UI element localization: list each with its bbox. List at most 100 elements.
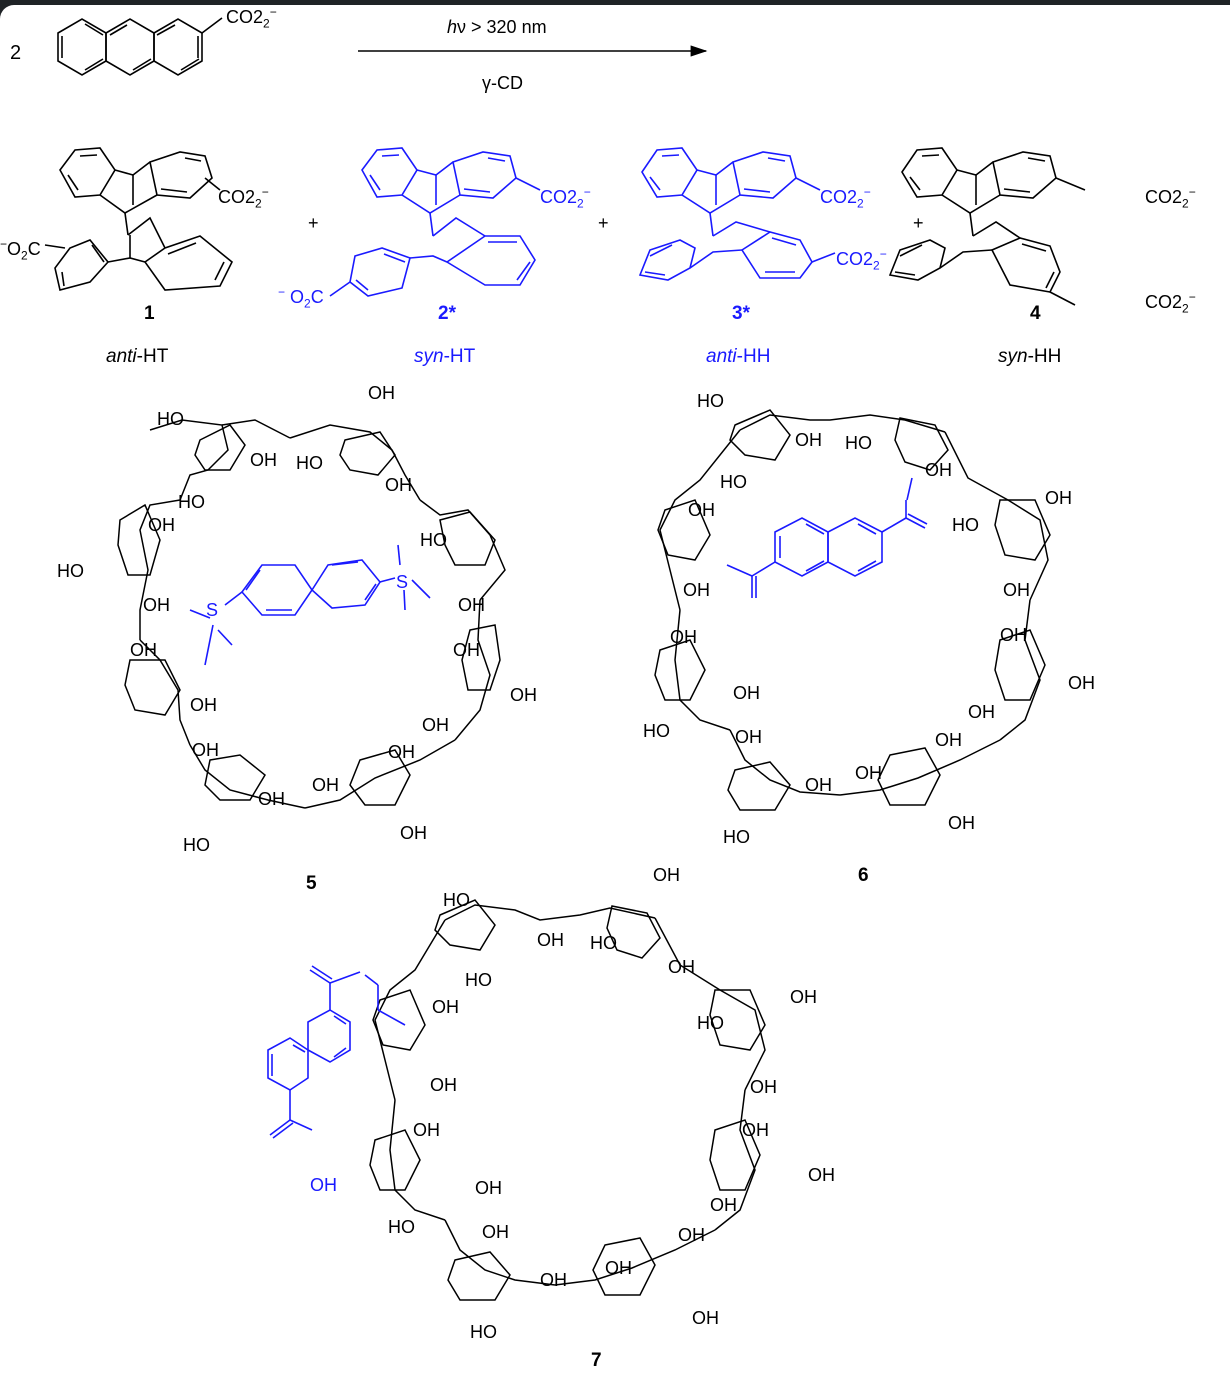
h5-ho-4: HO <box>57 561 84 581</box>
h6-oh-12: OH <box>735 727 762 747</box>
h6-ho-6: HO <box>723 827 750 847</box>
h7-oh-13: OH <box>482 1222 509 1242</box>
h7-oh-5: OH <box>432 997 459 1017</box>
plus-sign-2: + <box>598 213 609 233</box>
stoichiometry-coefficient: 2 <box>10 42 22 64</box>
h5-ho-1: HO <box>157 409 184 429</box>
h7-oh-8: OH <box>413 1120 440 1140</box>
h5-ho-3: HO <box>178 492 205 512</box>
reactant-anthracene <box>57 17 223 76</box>
product-2-carboxylate-left: − O2C <box>278 285 324 311</box>
h5-oh-7: OH <box>130 640 157 660</box>
h7-oh-2: OH <box>537 930 564 950</box>
h6-oh-10: OH <box>1068 673 1095 693</box>
product-1-carboxylate-left: −O2C <box>0 237 41 263</box>
product-4-carboxylate-top: CO22− <box>1145 185 1196 211</box>
h7-oh-4: OH <box>790 987 817 1007</box>
h7-oh-17: OH <box>692 1308 719 1328</box>
h7-ho-1: HO <box>443 890 470 910</box>
h6-oh-5: OH <box>683 580 710 600</box>
product-1-number: 1 <box>144 303 155 324</box>
h6-oh-15: OH <box>805 775 832 795</box>
product-2-structure <box>329 147 541 297</box>
host-7-number: 7 <box>591 1350 602 1371</box>
product-1-structure <box>44 147 234 291</box>
h6-oh-4: OH <box>688 500 715 520</box>
h7-ho-6: HO <box>470 1322 497 1342</box>
host-6-cyclodextrin <box>654 409 1051 811</box>
h6-oh-7: OH <box>670 627 697 647</box>
host-7-pendant <box>267 965 406 1139</box>
h7-oh-11: OH <box>808 1165 835 1185</box>
h5-oh-9: OH <box>190 695 217 715</box>
h6-oh-8: OH <box>1000 625 1027 645</box>
h5-oh-5: OH <box>143 595 170 615</box>
h5-oh-10: OH <box>510 685 537 705</box>
h5-ho-2: HO <box>296 453 323 473</box>
h7-oh-15: OH <box>605 1258 632 1278</box>
product-1-carboxylate-right: CO22− <box>218 185 269 211</box>
h5-oh-12: OH <box>192 740 219 760</box>
product-3-carboxylate-top: CO22− <box>820 185 871 211</box>
plus-sign-1: + <box>308 213 319 233</box>
h7-ho-3: HO <box>465 970 492 990</box>
h7-ho-5: HO <box>388 1217 415 1237</box>
host-5-cap <box>189 544 431 666</box>
h5-ho-5: HO <box>420 530 447 550</box>
product-2-carboxylate-right: CO22− <box>540 185 591 211</box>
host-7-cyclodextrin <box>369 899 766 1301</box>
h5-oh-6: OH <box>458 595 485 615</box>
product-3-number: 3* <box>732 303 750 324</box>
product-2-number: 2* <box>438 303 456 324</box>
scheme-drawing <box>44 17 1086 1301</box>
h6-oh-13: OH <box>935 730 962 750</box>
h5-oh-14: OH <box>312 775 339 795</box>
product-4-name: syn-HH <box>998 346 1062 367</box>
h7-oh-3: OH <box>668 957 695 977</box>
h6-ho-3: HO <box>720 472 747 492</box>
h6-oh-2: OH <box>925 460 952 480</box>
h7-oh-7: OH <box>750 1077 777 1097</box>
h5-sulfur-left: S <box>206 600 219 620</box>
h6-oh-9: OH <box>733 683 760 703</box>
h5-oh-16: OH <box>400 823 427 843</box>
h7-oh-1: OH <box>653 865 680 885</box>
condition-irradiation: hν > 320 nm <box>447 17 547 37</box>
h6-oh-14: OH <box>855 763 882 783</box>
h5-oh-1: OH <box>368 383 395 403</box>
h5-ho-6: HO <box>183 835 210 855</box>
product-3-name: anti-HH <box>706 346 771 367</box>
h7-ho-4: HO <box>697 1013 724 1033</box>
host-5-cyclodextrin <box>117 419 506 809</box>
h5-oh-8: OH <box>453 640 480 660</box>
h5-oh-11: OH <box>422 715 449 735</box>
h5-oh-4: OH <box>148 515 175 535</box>
h6-oh-11: OH <box>968 702 995 722</box>
h5-oh-2: OH <box>250 450 277 470</box>
product-3-carboxylate-bottom: CO22− <box>836 247 887 273</box>
product-4-structure <box>888 147 1086 306</box>
product-3-structure <box>638 147 836 281</box>
host-5-number: 5 <box>306 873 317 894</box>
h6-ho-1: HO <box>697 391 724 411</box>
h6-ho-4: HO <box>952 515 979 535</box>
host-6-number: 6 <box>858 865 869 886</box>
h6-oh-16: OH <box>948 813 975 833</box>
product-4-number: 4 <box>1030 303 1041 324</box>
h5-oh-13: OH <box>388 742 415 762</box>
product-2-name: syn-HT <box>414 346 476 367</box>
h6-oh-3: OH <box>1045 488 1072 508</box>
h7-oh-6: OH <box>430 1075 457 1095</box>
condition-host: γ-CD <box>482 73 523 93</box>
plus-sign-3: + <box>913 213 924 233</box>
product-4-carboxylate-bottom: CO22− <box>1145 290 1196 316</box>
h5-oh-3: OH <box>385 475 412 495</box>
h7-oh-10: OH <box>475 1178 502 1198</box>
h5-oh-15: OH <box>258 789 285 809</box>
h6-oh-1: OH <box>795 430 822 450</box>
h6-ho-2: HO <box>845 433 872 453</box>
h7-oh-14: OH <box>678 1225 705 1245</box>
h7-pendant-oh: OH <box>310 1175 337 1195</box>
h6-ho-5: HO <box>643 721 670 741</box>
h7-oh-16: OH <box>540 1270 567 1290</box>
